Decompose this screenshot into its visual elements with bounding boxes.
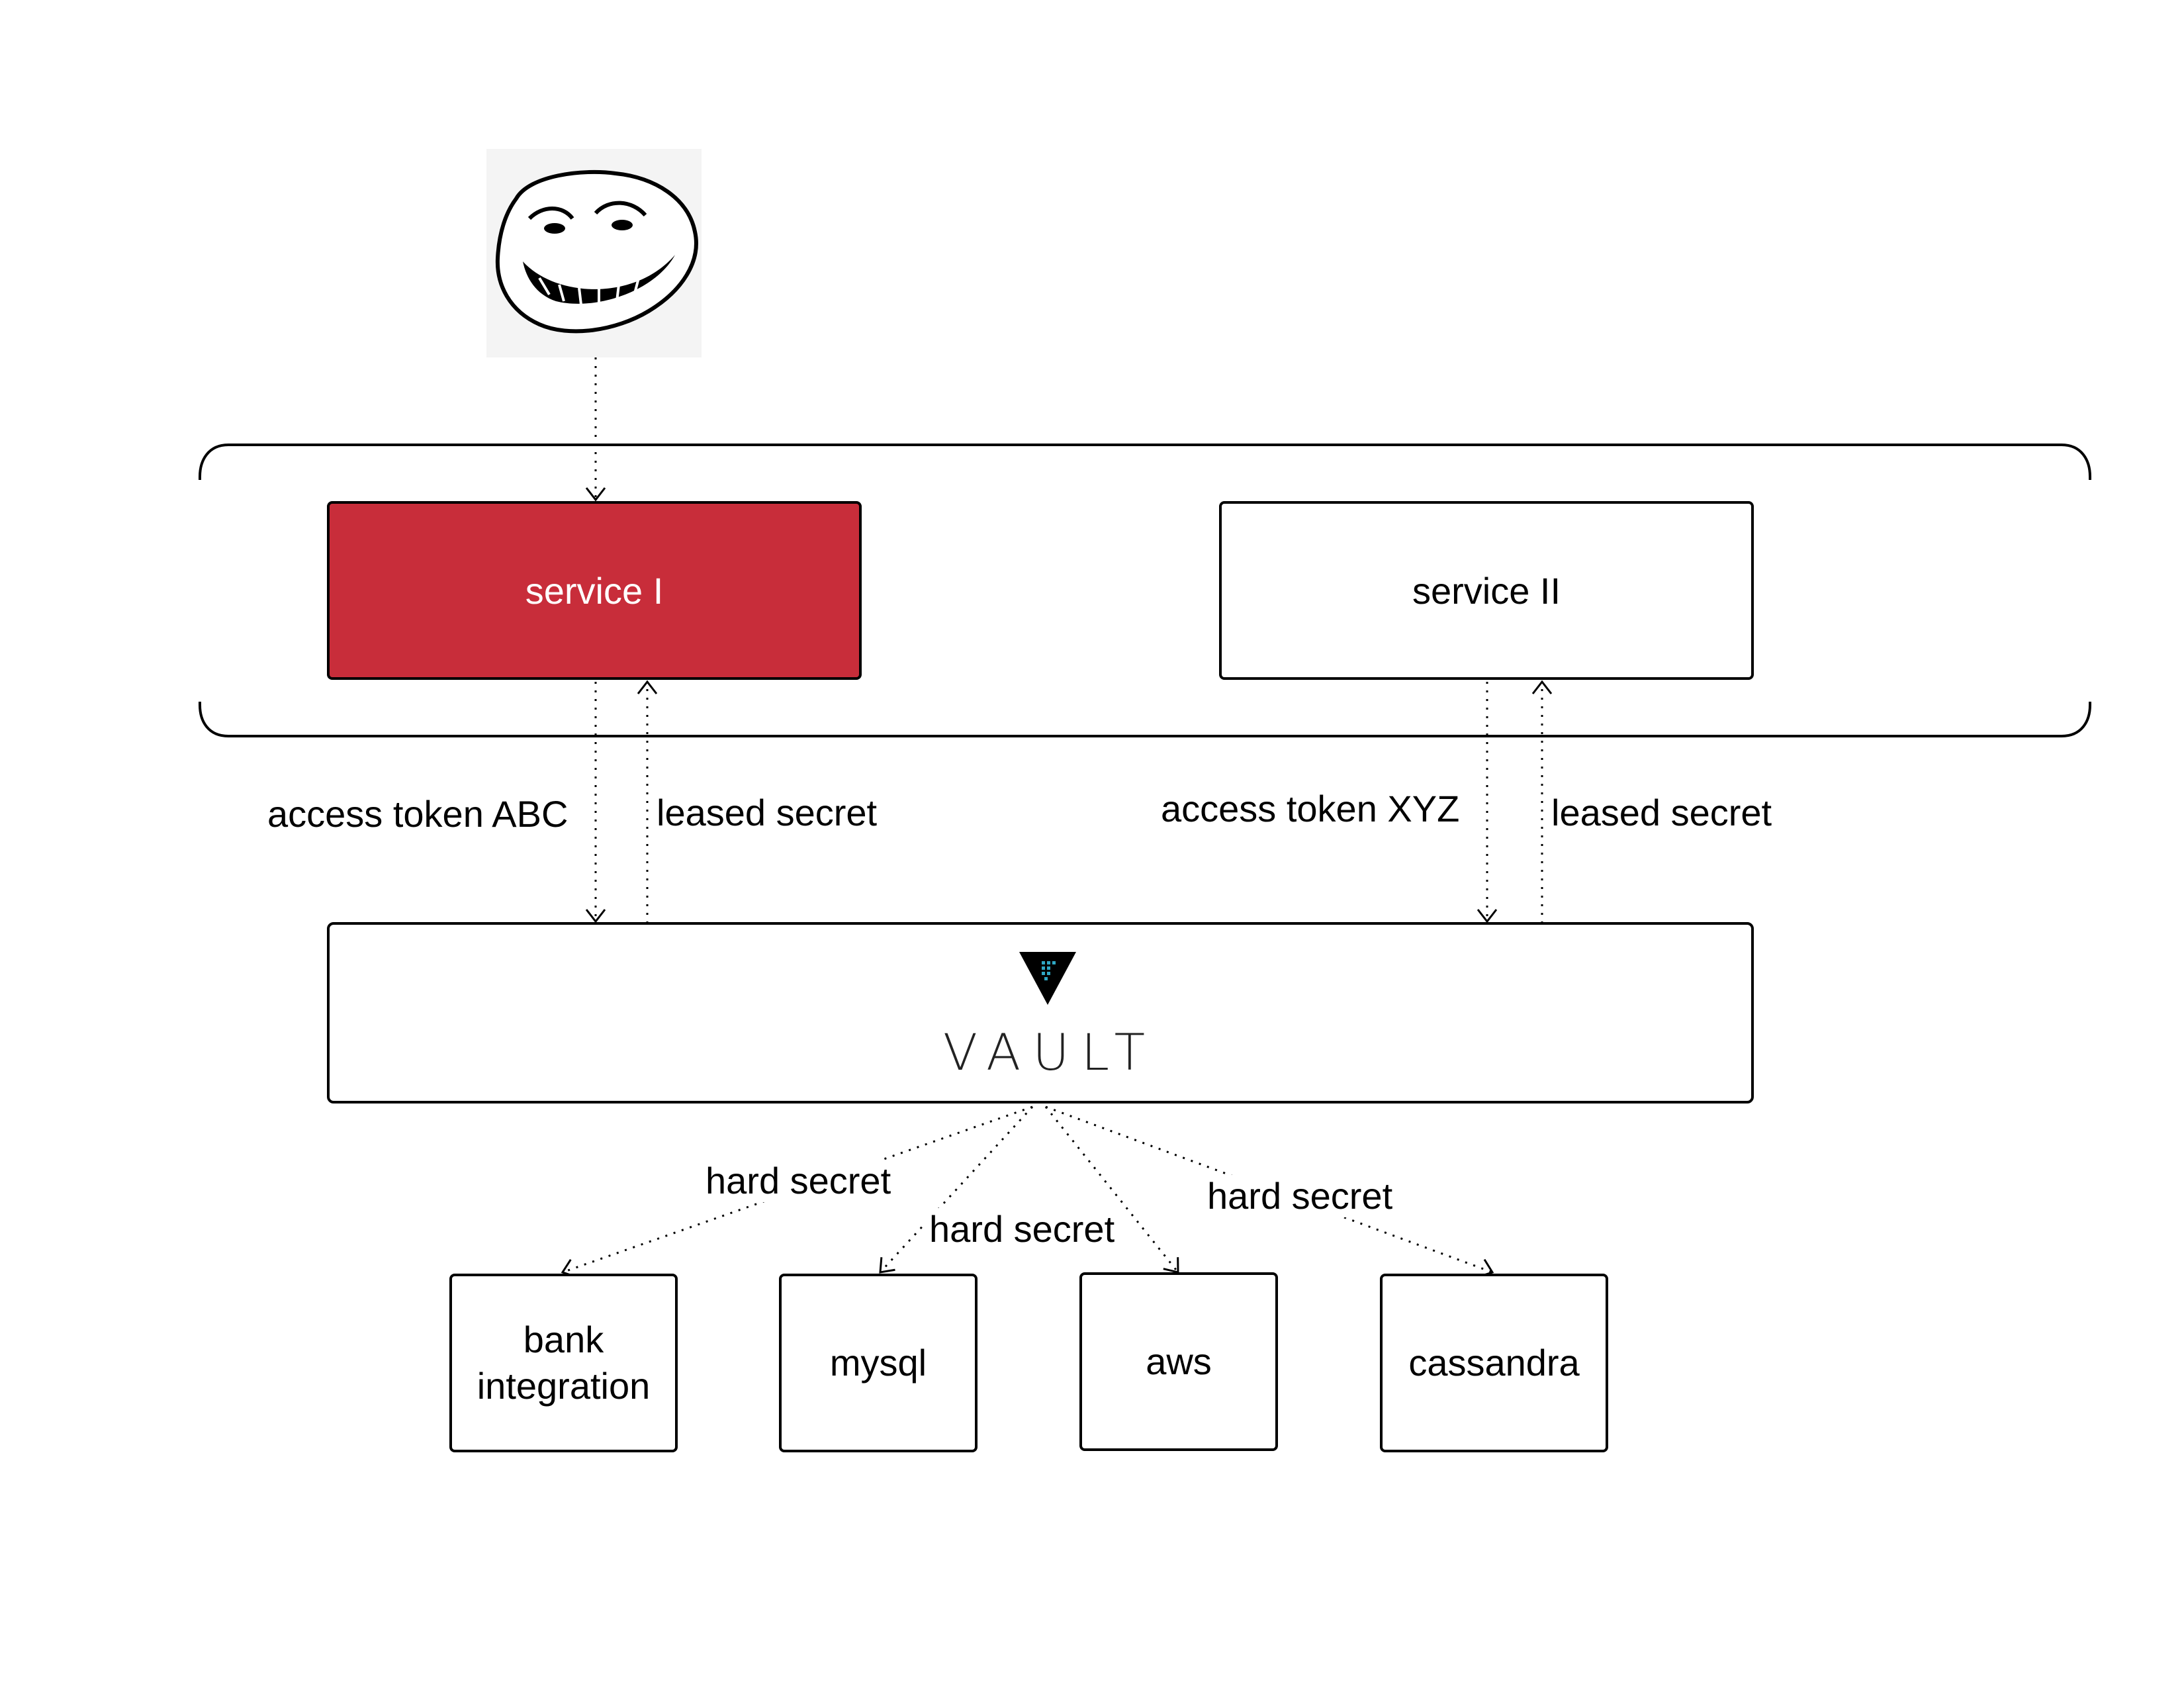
service-1-box: service I: [327, 501, 862, 680]
hard-secret-arrow-mysql: [879, 1105, 1034, 1274]
system-boundary: [199, 444, 2091, 737]
service-2-box: service II: [1219, 501, 1754, 680]
target-aws: aws: [1079, 1272, 1278, 1451]
vault-triangle-icon: [1019, 952, 1076, 1005]
target-bank-integration: bank integration: [449, 1274, 678, 1452]
target-mysql-label: mysql: [829, 1342, 927, 1383]
s1-secret-label: leased secret: [653, 792, 882, 834]
target-cassandra-label: cassandra: [1408, 1342, 1580, 1383]
target-bank-line1: bank: [523, 1319, 604, 1360]
hard-secret-arrow-cassandra: [1045, 1105, 1494, 1278]
hard-secret-arrow-aws: [1044, 1106, 1179, 1274]
troll-face-icon: [486, 149, 702, 357]
target-mysql: mysql: [779, 1274, 978, 1452]
hard-secret-label-1: hard secret: [702, 1160, 895, 1202]
target-aws-label: aws: [1146, 1340, 1212, 1382]
vault-wordmark: VAULT: [943, 1023, 1158, 1082]
target-bank-line2: integration: [477, 1365, 651, 1407]
hard-secret-label-2: hard secret: [925, 1208, 1119, 1250]
target-cassandra: cassandra: [1380, 1274, 1608, 1452]
s2-token-label: access token XYZ: [1157, 788, 1464, 830]
s1-token-label: access token ABC: [263, 793, 572, 835]
service-2-label: service II: [1412, 569, 1561, 612]
s2-secret-label: leased secret: [1547, 792, 1776, 834]
vault-box: [327, 922, 1754, 1103]
service-1-label: service I: [525, 569, 664, 612]
hard-secret-label-3: hard secret: [1203, 1175, 1397, 1217]
